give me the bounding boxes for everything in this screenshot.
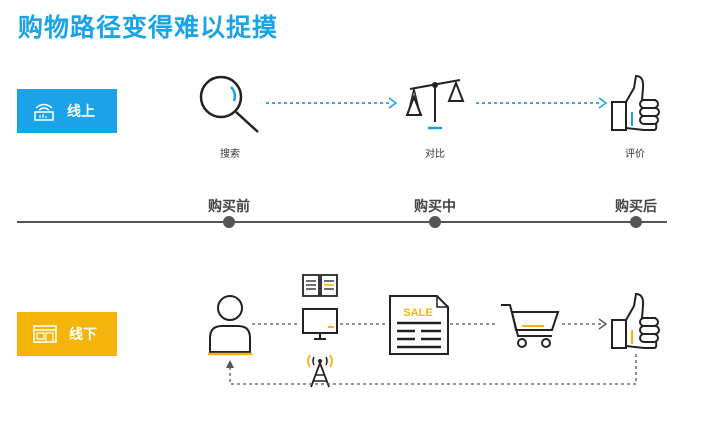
dashed-connector — [340, 323, 388, 325]
timeline-dot — [630, 216, 642, 228]
tv-monitor-icon — [302, 308, 338, 340]
magnifier-icon — [199, 75, 259, 133]
stage-label-after: 购买后 — [615, 198, 657, 214]
offline-badge: 线下 — [17, 312, 117, 356]
shopping-cart-icon — [501, 304, 560, 348]
timeline-dot — [429, 216, 441, 228]
person-icon — [208, 295, 252, 356]
offline-badge-label: 线下 — [69, 326, 97, 342]
sale-text: SALE — [403, 307, 432, 319]
timeline-dot — [223, 216, 235, 228]
page-title: 购物路径变得难以捉摸 — [18, 14, 279, 42]
storefront-icon — [33, 325, 57, 343]
stage-label-during: 购买中 — [414, 198, 456, 214]
arrow-connector — [476, 97, 608, 109]
online-badge: 线上 — [17, 89, 117, 133]
arrow-connector — [562, 318, 608, 330]
radio-tower-icon — [307, 354, 333, 388]
feedback-loop-arrow — [226, 354, 637, 385]
stage-label-before: 购买前 — [208, 198, 250, 214]
balance-scale-icon — [405, 79, 465, 130]
timeline-line — [17, 221, 667, 223]
step-label-compare: 对比 — [425, 149, 445, 160]
thumbs-up-icon — [611, 292, 660, 349]
step-label-search: 搜索 — [220, 149, 240, 160]
open-book-icon — [302, 274, 338, 297]
sale-flyer-icon: SALE — [389, 295, 449, 355]
online-badge-label: 线上 — [67, 103, 95, 119]
arrow-connector — [266, 97, 398, 109]
wifi-laptop-icon — [34, 103, 54, 121]
thumbs-up-icon — [611, 74, 660, 131]
dashed-connector — [252, 323, 300, 325]
step-label-review: 评价 — [625, 149, 645, 160]
dashed-connector — [450, 323, 498, 325]
